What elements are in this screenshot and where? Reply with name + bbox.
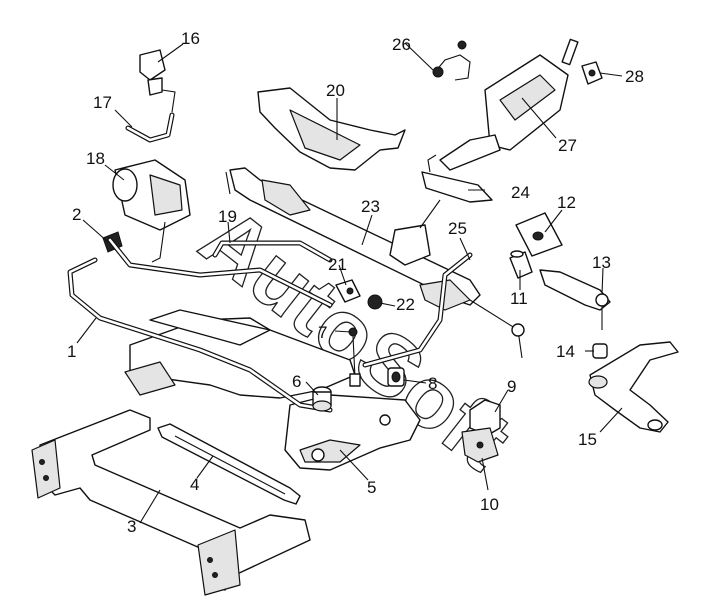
part-25-return-pipe [362,252,473,368]
part-28-clip [581,61,603,85]
callout-14: 14 [556,342,575,361]
part-14-bushing [592,343,608,359]
part-7-drop-link [348,327,361,387]
callout-23: 23 [361,197,380,216]
part-24-bracket [421,154,493,203]
callout-12: 12 [557,193,576,212]
part-13-tie-rod-end [539,269,611,330]
part-9-10-bracket [461,399,501,463]
part-6-top-mount [312,386,332,412]
callout-15: 15 [578,430,597,449]
part-3-lower-crossmember [31,409,311,596]
part-17-hose [125,112,175,143]
part-18-pump [112,159,191,263]
part-20-heat-shield [257,87,406,171]
callout-19: 19 [218,207,237,226]
callout-25: 25 [448,219,467,238]
callout-5: 5 [367,478,376,497]
callout-1: 1 [67,342,76,361]
callout-11: 11 [510,289,528,308]
callout-labels: 1 2 3 4 5 6 7 8 9 10 11 12 13 14 15 16 1… [67,29,644,536]
part-4-lower-bar [157,423,301,505]
callout-2: 2 [72,205,81,224]
part-12-boot [515,212,563,257]
callout-7: 7 [318,323,327,342]
callout-26: 26 [392,35,411,54]
callout-13: 13 [592,253,611,272]
part-8-bush [387,367,405,387]
callout-21: 21 [328,255,347,274]
part-23-steering-rack [225,167,525,359]
main-subframe [124,309,356,399]
part-19-pipe [107,237,333,308]
callout-17: 17 [93,93,112,112]
callout-27: 27 [558,136,577,155]
callout-3: 3 [127,517,136,536]
callout-18: 18 [86,149,105,168]
part-16-sensor [139,49,176,113]
callout-9: 9 [507,377,516,396]
part-22-bush [367,294,383,310]
callout-4: 4 [190,475,199,494]
callout-20: 20 [326,81,345,100]
part-5-subframe-mount [284,394,421,471]
callout-22: 22 [396,295,415,314]
part-15-control-arm [588,341,679,433]
callout-6: 6 [292,372,301,391]
part-1-anti-roll-bar [67,257,333,413]
callout-10: 10 [480,495,499,514]
part-26-connector [432,40,471,81]
callout-8: 8 [428,374,437,393]
callout-28: 28 [625,67,644,86]
part-21-clamp [335,279,361,303]
callout-24: 24 [511,183,530,202]
part-11-gaiter [509,250,533,279]
callout-16: 16 [181,29,200,48]
leader-lines [76,42,623,524]
